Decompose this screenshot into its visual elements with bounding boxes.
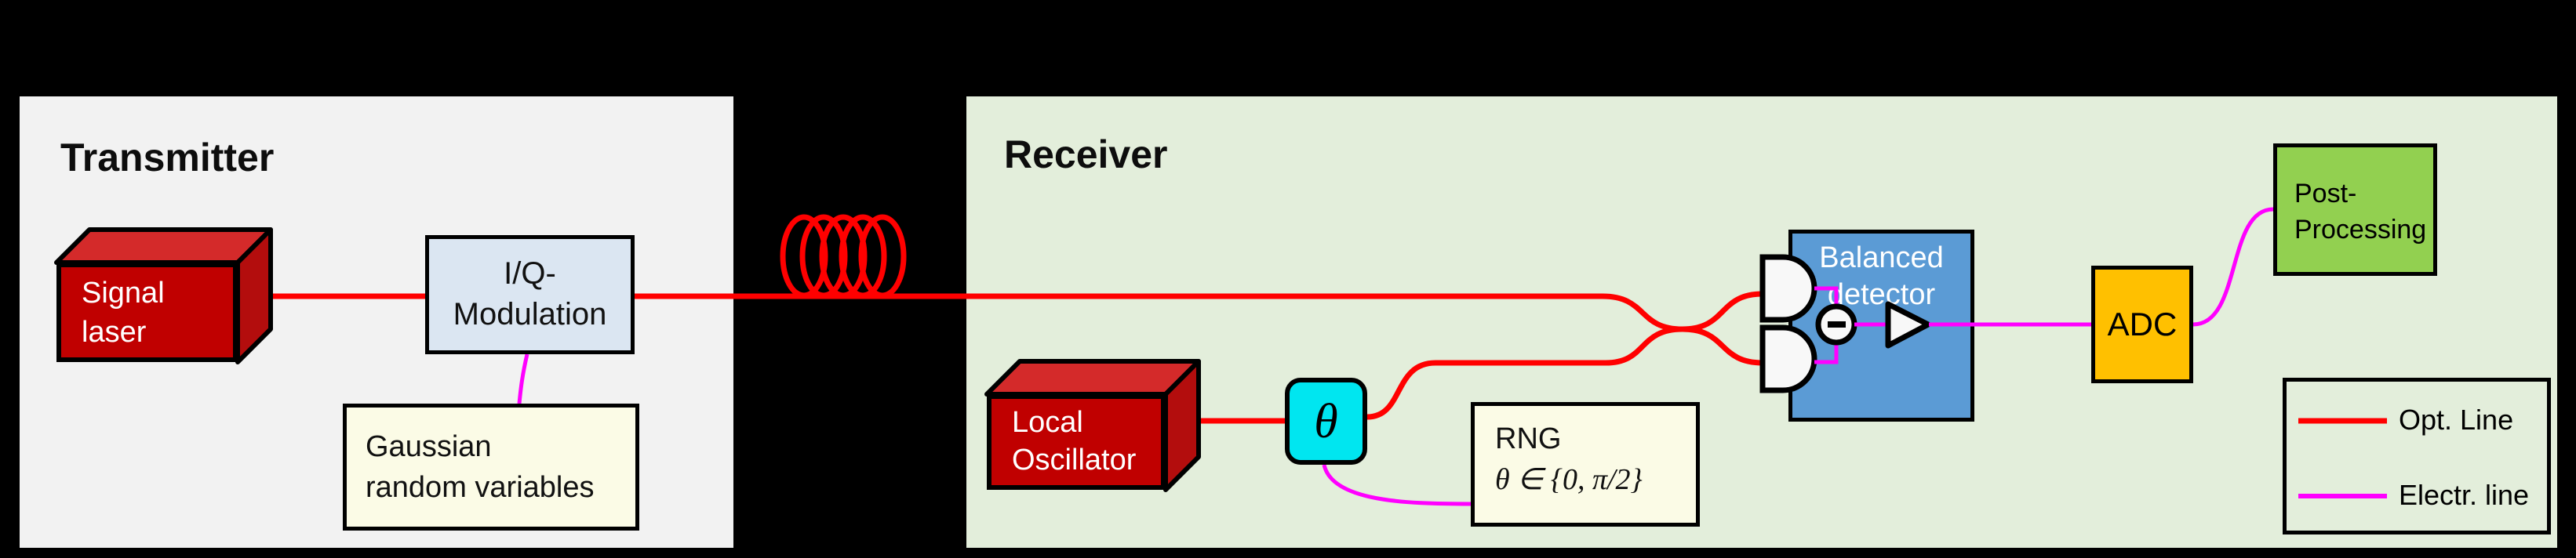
local-oscillator-label-line1: Local <box>1012 406 1083 439</box>
balanced-detector-label-line1: Balanced <box>1819 241 1944 274</box>
legend-optical-label: Opt. Line <box>2399 404 2514 436</box>
iq-modulation-box: I/Q- Modulation <box>425 235 635 354</box>
local-oscillator-box: Local Oscillator <box>987 394 1166 490</box>
balanced-detector-box: Balanced detector <box>1788 230 1974 422</box>
fiber-coil-icon <box>780 214 907 299</box>
post-processing-box: Post- Processing <box>2273 143 2437 276</box>
rng-label-line1: RNG <box>1495 422 1562 455</box>
gaussian-random-variables-box: Gaussian random variables <box>343 404 639 531</box>
rng-label-line2: θ ∈ {0, π/2} <box>1495 463 1643 496</box>
rng-box: RNG θ ∈ {0, π/2} <box>1471 402 1700 527</box>
post-processing-label-line2: Processing <box>2294 215 2427 245</box>
gaussian-label-line1: Gaussian <box>366 430 492 463</box>
receiver-title: Receiver <box>1004 132 1168 176</box>
phase-shifter-symbol: θ <box>1314 395 1338 448</box>
legend-electrical-label: Electr. line <box>2399 479 2530 511</box>
iq-modulation-label-line1: I/Q- <box>504 256 556 291</box>
iq-modulation-label-line2: Modulation <box>453 297 607 332</box>
adc-box: ADC <box>2091 266 2193 383</box>
signal-laser-box: Signal laser <box>56 263 238 362</box>
signal-laser-label-line2: laser <box>82 316 147 349</box>
gaussian-label-line2: random variables <box>366 471 595 504</box>
balanced-detector-label-line2: detector <box>1827 278 1936 311</box>
phase-shifter-box: θ <box>1285 378 1367 465</box>
signal-laser-label-line1: Signal <box>82 277 165 310</box>
transmitter-title: Transmitter <box>60 136 275 179</box>
post-processing-label-line1: Post- <box>2294 179 2357 208</box>
legend-box <box>2283 378 2551 534</box>
adc-label: ADC <box>2107 306 2178 342</box>
local-oscillator-label-line2: Oscillator <box>1012 444 1137 476</box>
